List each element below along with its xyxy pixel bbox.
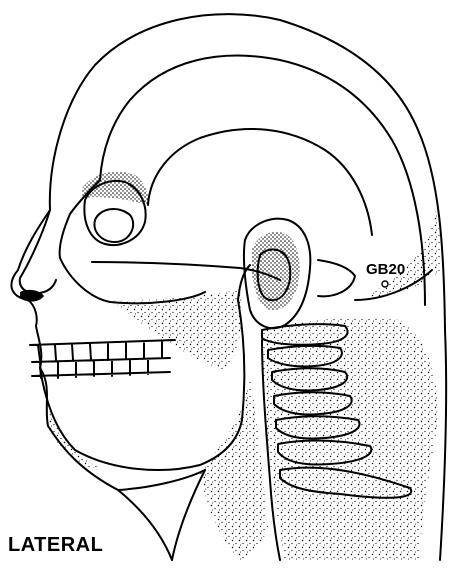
- nostril-shading: [20, 290, 44, 302]
- view-label: LATERAL: [8, 534, 103, 557]
- ear-shading: [252, 232, 300, 310]
- spine-shading: [262, 318, 438, 560]
- neck-shading: [200, 380, 268, 560]
- lower-teeth: [32, 358, 170, 378]
- throat-line: [118, 470, 205, 490]
- cheek-shading: [110, 290, 242, 370]
- temporal-line: [148, 129, 372, 235]
- gb20-label: GB20: [366, 261, 405, 278]
- scalp-shading: [360, 210, 441, 300]
- upper-teeth: [30, 340, 175, 360]
- neck-front: [172, 470, 205, 560]
- brow-shading: [82, 172, 148, 205]
- mastoid: [318, 260, 355, 296]
- gb20-point-marker: [382, 281, 388, 287]
- eyeball: [94, 209, 133, 242]
